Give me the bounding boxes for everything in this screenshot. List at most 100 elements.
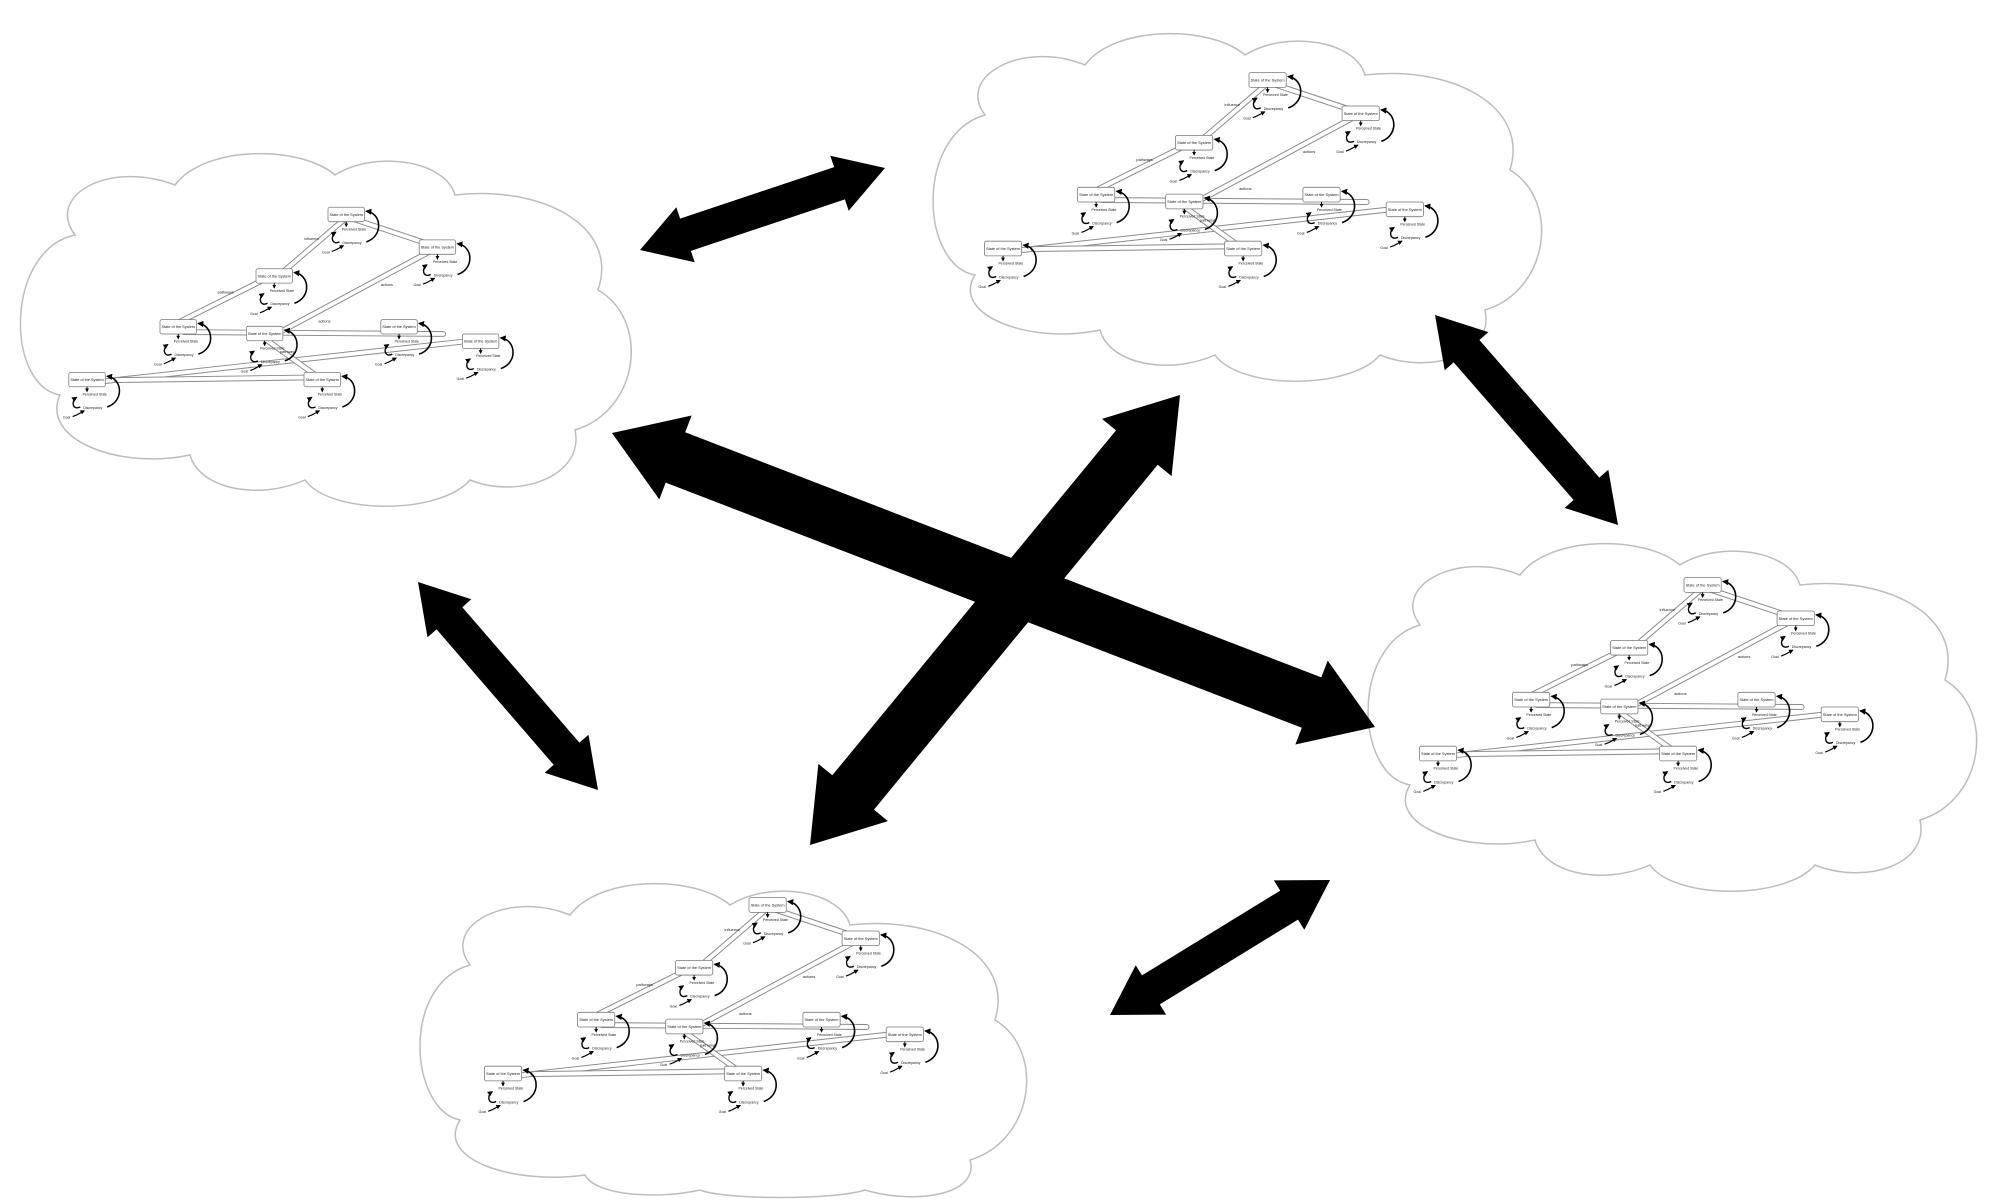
perceived-state-label: Perceived State [1433,767,1458,771]
feedback-arrow [880,932,895,967]
link-label: pathways [1200,218,1217,223]
feedback-arrow [1286,74,1302,109]
discrepancy-label: Discrepancy [271,302,290,306]
feedback-arrow [1662,771,1672,784]
state-box-label: State of the System [248,332,281,336]
feedback-arrow [786,899,802,934]
discrepancy-label: Discrepancy [901,1061,921,1065]
feedback-arrow [1779,635,1790,648]
link-label: actions [739,1011,751,1016]
goal-label: Goal [979,285,987,289]
feedback-arrow [762,1067,777,1103]
feedback-arrow [1638,700,1654,736]
state-box-label: State of the System [751,902,785,907]
link-label: pathways [636,982,653,987]
state-box [1610,639,1649,656]
goal-arrow [331,245,345,252]
feedback-arrow [1168,219,1178,231]
discrepancy-label: Discrepancy [1434,780,1454,784]
goal-label: Goal [719,1110,727,1114]
perceived-state-label: Perceived State [739,1087,764,1091]
goal-arrow [1169,232,1183,240]
perceived-state-label: Perceived State [1752,713,1777,717]
link-label: pathways [1635,723,1652,728]
link-label: actions [1674,691,1686,696]
discrepancy-label: Discrepancy [83,406,102,410]
goal-arrow [488,1104,501,1112]
feedback-arrow [987,266,997,279]
state-box-label: State of the System [486,1071,520,1076]
goal-label: Goal [572,1056,580,1060]
feedback-arrow [197,321,212,355]
goal-arrow [679,999,693,1006]
feedback-arrow [1203,195,1219,231]
goal-arrow [1306,225,1320,233]
feedback-arrow [522,1067,537,1103]
state-box-label: State of the System [1661,751,1695,756]
feedback-arrow [1022,242,1037,278]
state-box [255,268,293,284]
feedback-arrow [805,1037,815,1050]
goal-arrow [163,357,177,365]
feedback-arrow [888,1051,899,1064]
feedback-arrow [283,327,298,362]
feedback-arrow [1380,107,1395,142]
state-box-label: State of the System [1514,697,1548,702]
goal-arrow [72,410,85,418]
feedback-arrow [727,1091,737,1104]
perceived-state-label: Perceived State [1263,93,1288,97]
discrepancy-label: Discrepancy [999,275,1019,279]
goal-label: Goal [1605,684,1613,688]
link-label: influence [1660,607,1676,612]
discrepancy-label: Discrepancy [681,1053,701,1057]
perceived-state-label: Perceived State [1092,208,1117,212]
goal-arrow [1345,144,1359,152]
perceived-state-label: Perceived State [763,918,788,922]
feedback-arrow [1603,724,1613,736]
feedback-arrow [1648,641,1663,677]
state-box-label: State of the System [726,1071,760,1076]
feedback-arrow [1344,130,1355,143]
goal-label: Goal [241,369,248,373]
cloud-top-right: pathwaysactionsinfluencepathwaysactionsS… [932,32,1543,382]
discrepancy-label: Discrepancy [175,353,194,357]
discrepancy-label: Discrepancy [1357,140,1377,144]
goal-label: Goal [1507,736,1515,740]
goal-label: Goal [1654,790,1662,794]
perceived-state-label: Perceived State [174,340,198,344]
feedback-arrow [1775,693,1791,729]
discrepancy-label: Discrepancy [1836,741,1856,745]
perceived-state-label: Perceived State [1791,631,1816,635]
perceived-state-label: Perceived State [260,346,284,350]
discrepancy-label: Discrepancy [1699,612,1719,616]
state-box-label: State of the System [1421,751,1455,756]
feedback-arrow [1686,602,1697,615]
link-label: actions [381,283,393,287]
state-box [675,959,714,976]
state-box [1600,698,1639,715]
feedback-arrow [1613,665,1623,678]
state-box-label: State of the System [70,378,103,382]
state-box-label: State of the System [888,1032,922,1037]
goal-arrow [466,371,479,379]
goal-label: Goal [322,250,329,254]
feedback-arrow [1213,136,1228,172]
feedback-arrow [1388,226,1399,239]
link-label: influence [1225,102,1241,107]
discrepancy-label: Discrepancy [499,1100,519,1104]
goal-label: Goal [1732,736,1740,740]
goal-label: Goal [63,415,70,419]
feedback-arrow [580,1037,590,1050]
arrow-top-right-to-middle-right [1435,315,1618,525]
goal-arrow [307,410,321,418]
goal-arrow [1741,730,1755,738]
perceived-state-label: Perceived State [395,340,419,344]
state-box-label: State of the System [1739,697,1773,702]
feedback-arrow [1823,731,1834,744]
goal-label: Goal [1297,231,1305,235]
link-label: actions [1738,654,1750,659]
perceived-state-label: Perceived State [1615,720,1640,724]
state-box-label: State of the System [986,246,1020,251]
link-label: pathways [700,1043,717,1048]
